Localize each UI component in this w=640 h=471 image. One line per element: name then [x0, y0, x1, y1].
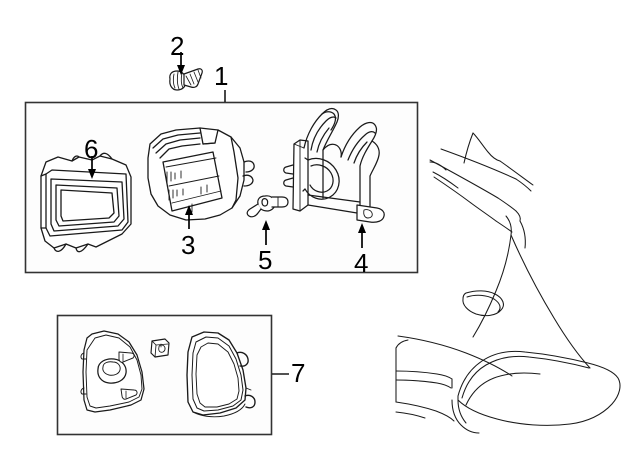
group-label-7: 7 [291, 358, 306, 388]
callout-arrow-6 [88, 156, 96, 179]
group-label-1: 1 [214, 61, 229, 91]
part-headlamp-mounting-bracket [283, 108, 385, 223]
callout-label-2: 2 [170, 31, 185, 61]
part-sealed-beam-headlamp [147, 127, 255, 221]
callout-label-5: 5 [258, 245, 273, 275]
part-mirror-base-plate [80, 330, 145, 413]
callout-label-3: 3 [181, 230, 196, 260]
callout-arrow-2 [177, 52, 185, 75]
callout-label-4: 4 [354, 248, 369, 278]
callout-label-6: 6 [84, 134, 99, 164]
callout-arrow-5 [262, 220, 270, 245]
part-screw [169, 68, 203, 91]
part-mirror-clip [150, 338, 170, 358]
callout-arrow-4 [358, 223, 366, 248]
callout-arrow-3 [185, 205, 193, 229]
part-mirror-cover-lens [186, 331, 256, 418]
part-headlamp-door-bezel [40, 152, 132, 253]
part-adjusting-nut [246, 195, 289, 218]
callout-arrows [88, 52, 366, 248]
vehicle-front-fender-outline [395, 132, 621, 434]
